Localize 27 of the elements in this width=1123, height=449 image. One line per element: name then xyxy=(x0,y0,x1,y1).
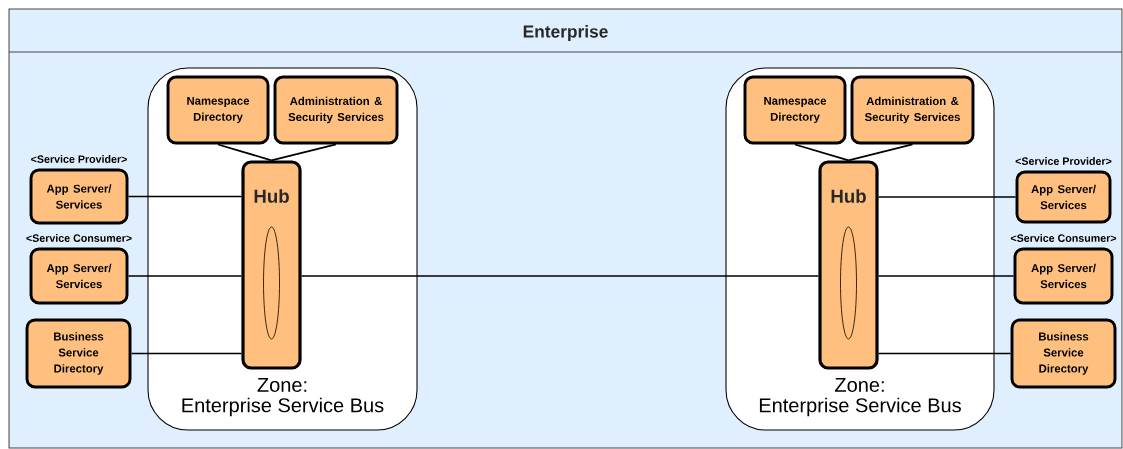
component-box: Namespace Directory xyxy=(743,75,847,145)
component-box: Business Service Directory xyxy=(25,318,132,389)
connector-line xyxy=(130,352,243,355)
component-box: App Server/ Services xyxy=(1013,247,1114,305)
connector-line xyxy=(877,352,1012,355)
component-box: App Server/ Services xyxy=(29,168,129,225)
connector-line xyxy=(217,143,273,162)
role-label: <Service Consumer> xyxy=(1010,234,1117,242)
connector-line xyxy=(794,143,850,162)
connector-line xyxy=(270,143,337,162)
component-box: App Server/ Services xyxy=(29,247,129,305)
connector-line xyxy=(127,195,243,198)
hub-box: Hub xyxy=(818,160,879,370)
role-label: <Service Consumer> xyxy=(26,234,132,242)
connector-line xyxy=(127,275,243,277)
component-box: App Server/ Services xyxy=(1015,170,1112,224)
connector-line xyxy=(877,196,1017,198)
connector-line xyxy=(847,143,914,162)
role-label: <Service Provider> xyxy=(1015,157,1112,165)
component-box: Administration & Security Services xyxy=(273,75,399,145)
connector-line xyxy=(877,275,1015,277)
component-box: Namespace Directory xyxy=(166,75,270,145)
role-label: <Service Provider> xyxy=(31,155,127,163)
connector-line xyxy=(300,275,820,277)
component-box: Business Service Directory xyxy=(1010,318,1117,389)
component-box: Administration & Security Services xyxy=(850,75,975,145)
hub-box: Hub xyxy=(241,160,302,370)
